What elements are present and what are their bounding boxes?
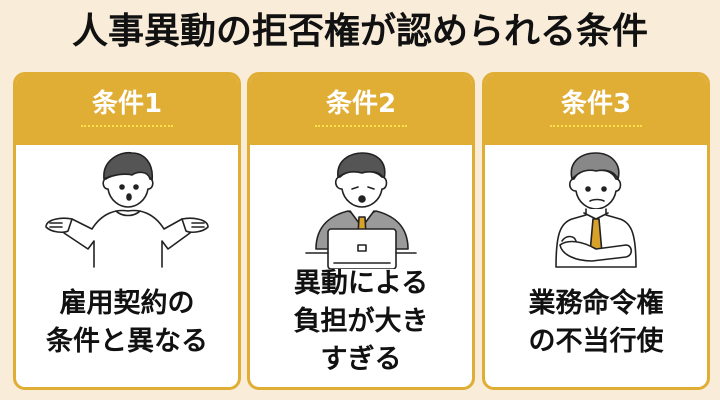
dotted-underline [550, 125, 642, 127]
card-label: 条件1 [91, 89, 163, 119]
condition-card-1: 条件1 雇用契約の 条件と異なる [13, 72, 241, 390]
dotted-underline [315, 125, 407, 127]
condition-card-2: 条件2 異動による 負担が大き すぎる [247, 72, 475, 390]
dotted-underline [81, 125, 173, 127]
person-at-laptop-icon [250, 149, 472, 269]
condition-card-3: 条件3 業務命令権 の不当行使 [482, 72, 710, 390]
shrugging-person-icon [16, 149, 238, 269]
card-header: 条件1 [16, 75, 238, 145]
card-label: 条件2 [325, 89, 397, 119]
card-header: 条件3 [485, 75, 707, 145]
card-description: 雇用契約の 条件と異なる [46, 288, 208, 357]
card-header: 条件2 [250, 75, 472, 145]
card-description: 異動による 負担が大き すぎる [293, 268, 429, 375]
card-description: 業務命令権 の不当行使 [528, 288, 664, 357]
arms-crossed-person-icon [485, 149, 707, 269]
page-title: 人事異動の拒否権が認められる条件 [71, 11, 648, 52]
card-label: 条件3 [560, 89, 632, 119]
